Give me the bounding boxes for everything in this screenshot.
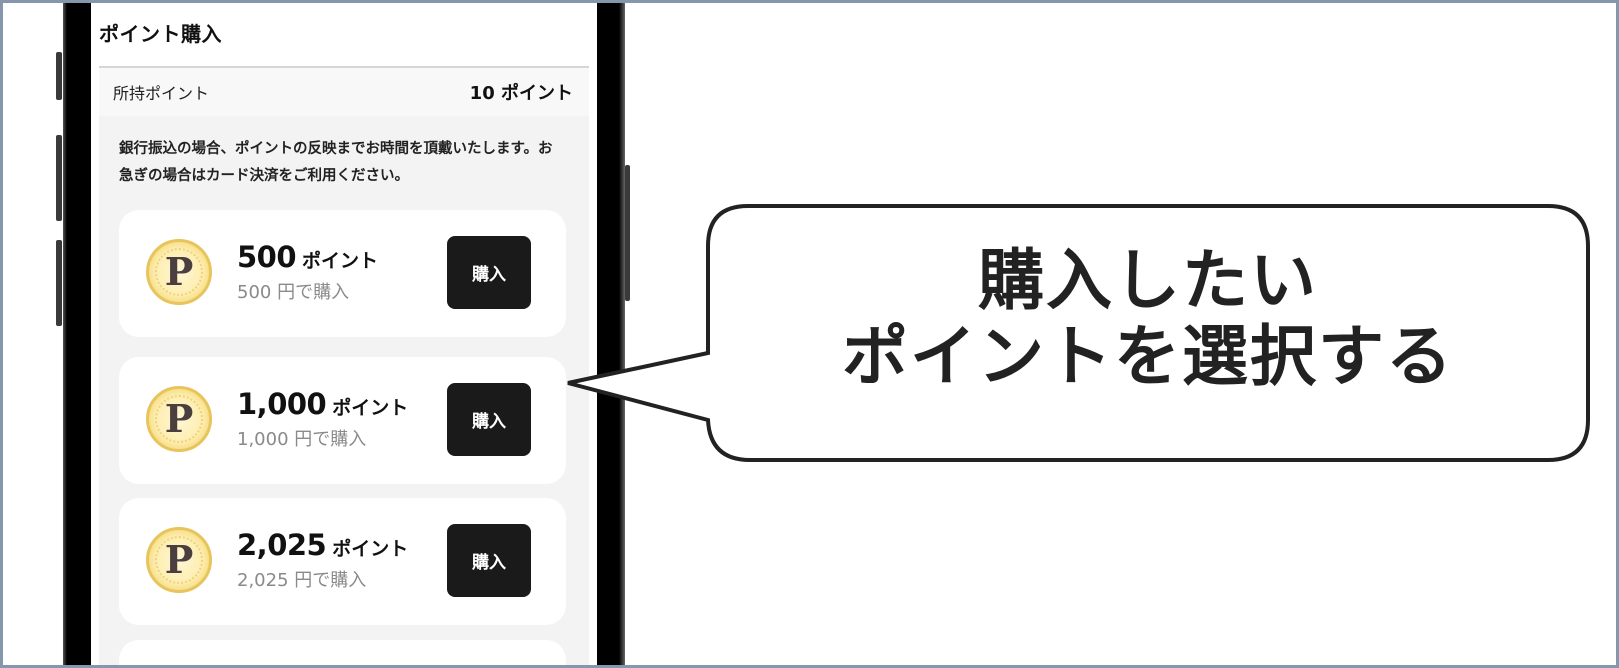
phone-mute-switch [56, 52, 62, 100]
balance-row: 所持ポイント 10 ポイント [99, 68, 589, 116]
package-price: 2,025 円で購入 [237, 570, 367, 591]
point-package-card: P 1,000 ポイント 1,000 円で購入 購入 [119, 357, 566, 484]
phone-bezel-right [597, 0, 625, 668]
callout-text: 購入したい ポイントを選択する [708, 243, 1588, 395]
buy-1000-button[interactable]: 購入 [447, 383, 531, 456]
package-unit: ポイント [302, 250, 379, 272]
point-package-card: P 2,025 ポイント 2,025 円で購入 購入 [119, 498, 566, 625]
package-unit: ポイント [332, 538, 409, 560]
coin-letter: P [164, 249, 194, 294]
phone-volume-down-button [56, 240, 62, 326]
package-amount: 2,025 [237, 528, 327, 562]
content-area: 銀行振込の場合、ポイントの反映までお時間を頂戴いたします。お急ぎの場合はカード決… [99, 116, 589, 668]
phone-bezel-left [63, 0, 91, 668]
coin-inner-ring: P [155, 248, 203, 296]
package-price: 500 円で購入 [237, 282, 350, 303]
coin-letter: P [164, 537, 194, 582]
buy-500-button[interactable]: 購入 [447, 236, 531, 309]
package-price: 1,000 円で購入 [237, 429, 367, 450]
point-coin-icon: P [146, 527, 212, 593]
phone-volume-up-button [56, 135, 62, 221]
header-divider [99, 66, 589, 68]
point-coin-icon: P [146, 239, 212, 305]
package-title: 500 ポイント [237, 240, 378, 274]
package-title: 1,000 ポイント [237, 387, 408, 421]
coin-inner-ring: P [155, 395, 203, 443]
point-package-card: P 500 ポイント 500 円で購入 購入 [119, 210, 566, 337]
balance-value: 10 ポイント [469, 83, 573, 104]
package-unit: ポイント [332, 397, 409, 419]
coin-inner-ring: P [155, 536, 203, 584]
bank-transfer-notice: 銀行振込の場合、ポイントの反映までお時間を頂戴いたします。お急ぎの場合はカード決… [119, 141, 553, 184]
point-coin-icon: P [146, 386, 212, 452]
page-title: ポイント購入 [99, 22, 222, 46]
phone-power-button [625, 165, 630, 301]
callout-line-1: 購入したい [978, 242, 1318, 319]
package-title: 2,025 ポイント [237, 528, 408, 562]
balance-label: 所持ポイント [113, 84, 210, 103]
phone-screen: ポイント購入 所持ポイント 10 ポイント 銀行振込の場合、ポイントの反映までお… [91, 0, 597, 668]
buy-2025-button[interactable]: 購入 [447, 524, 531, 597]
point-package-card-partial [119, 640, 566, 668]
package-amount: 500 [237, 240, 297, 274]
coin-letter: P [164, 396, 194, 441]
package-amount: 1,000 [237, 387, 327, 421]
callout-line-2: ポイントを選択する [842, 318, 1454, 395]
